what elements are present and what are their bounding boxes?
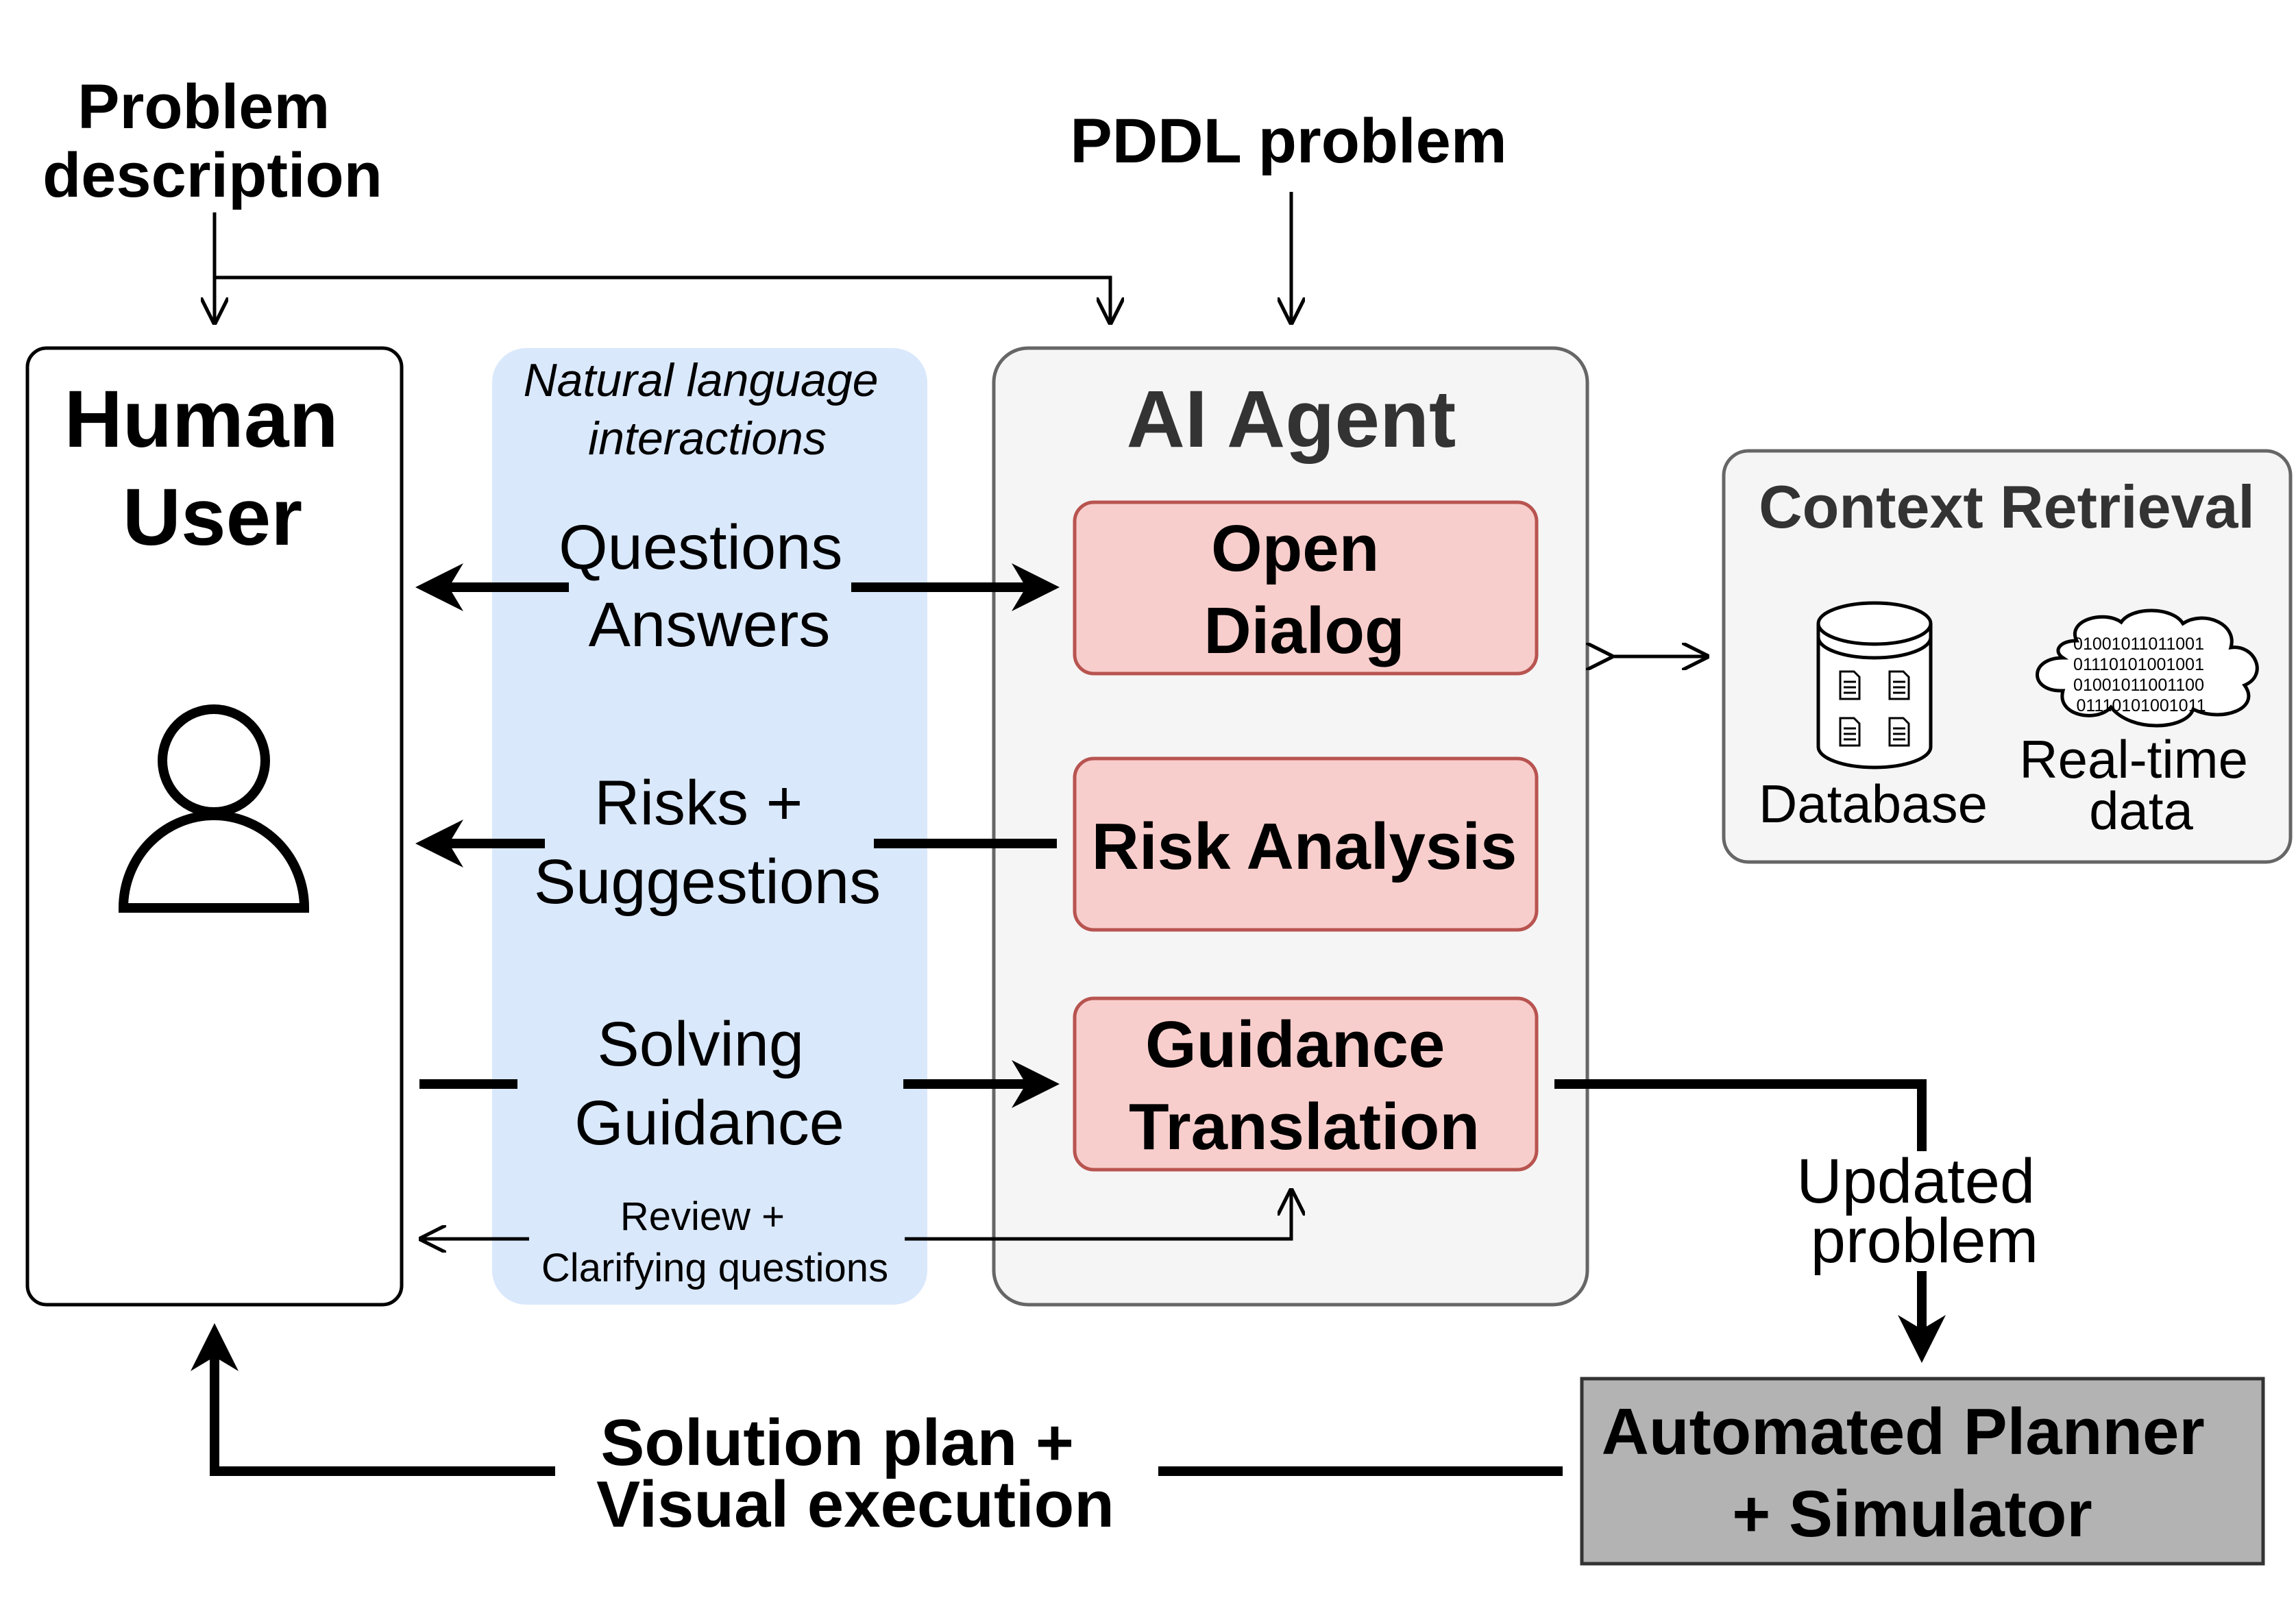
guidance-translation-module xyxy=(1073,996,1539,1172)
guidance-translation-label: Guidance Translation xyxy=(1129,1008,1480,1164)
pddl-problem-label: PDDL problem xyxy=(1070,106,1506,176)
automated-planner-label: Automated Planner + Simulator xyxy=(1602,1395,2223,1551)
open-dialog-module xyxy=(1073,500,1539,676)
risks-suggestions-label: Risks + Suggestions xyxy=(534,768,881,917)
user-icon xyxy=(118,704,310,913)
document-icon xyxy=(1839,670,1910,747)
risk-analysis-label: Risk Analysis xyxy=(1092,810,1517,883)
updated-problem-label: Updated problem xyxy=(1796,1146,2052,1276)
open-dialog-label: Open Dialog xyxy=(1204,512,1404,667)
database-label: Database xyxy=(1759,774,1988,834)
realtime-binary-text: 01001011011001 01110101001001 0100101100… xyxy=(2073,635,2209,715)
human-user-box xyxy=(25,346,404,1307)
problem-description-label: Problem description xyxy=(42,72,382,210)
updated-problem-connector xyxy=(1554,1079,1927,1151)
problem-to-agent-arrow xyxy=(215,275,1110,322)
nl-interactions-panel xyxy=(492,348,927,1305)
solution-plan-label: Solution plan + Visual execution xyxy=(596,1406,1114,1541)
questions-answers-label: Questions Answers xyxy=(559,513,860,660)
guidance-translation-review-arrow xyxy=(905,1191,1291,1241)
risk-analysis-module xyxy=(1073,756,1539,932)
solution-to-human-arrow xyxy=(191,1323,555,1476)
human-user-title: Human User xyxy=(64,374,361,563)
nl-panel-title: Natural language interactions xyxy=(524,354,892,465)
solving-guidance-label: Solving Guidance xyxy=(574,1009,844,1158)
context-retrieval-title: Context Retrieval xyxy=(1759,473,2255,541)
ai-agent-title: AI Agent xyxy=(1127,374,1456,465)
realtime-data-label: Real-time data xyxy=(2019,729,2262,841)
review-label: Review + Clarifying questions xyxy=(541,1194,888,1290)
database-icon xyxy=(1816,601,1933,770)
automated-planner-box xyxy=(1580,1377,2265,1566)
realtime-cloud-icon xyxy=(2036,608,2259,728)
